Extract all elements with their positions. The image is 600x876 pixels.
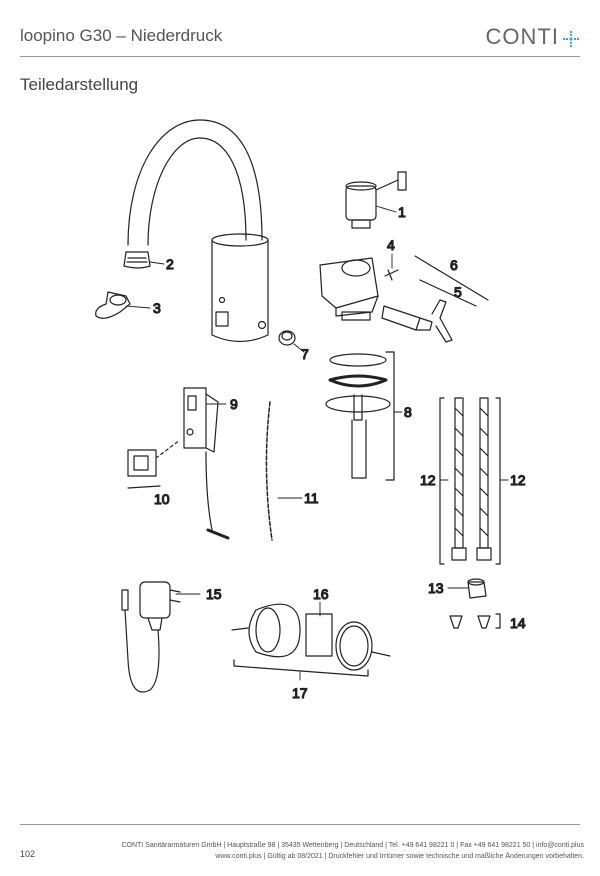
screw-4 [384,269,399,281]
hose-left [451,397,467,561]
leader-6 [414,255,489,301]
callout-14: 14 [510,615,526,631]
section-title: Teiledarstellung [20,75,139,94]
callout-16: 16 [313,586,329,602]
nut [467,578,487,599]
valve-block [319,257,379,321]
sensor-window [127,449,157,477]
sealing-plug-a [449,615,463,629]
battery-housing [231,603,301,658]
callout-8: 8 [404,404,412,420]
callout-5: 5 [454,284,462,300]
plug-9 [206,528,230,540]
mounting-set [325,353,391,479]
bracket-12b [495,397,501,565]
leader-5 [419,279,477,307]
callout-12-left: 12 [420,472,436,488]
callout-17: 17 [292,685,308,701]
conti-logo: CONTI [486,24,580,50]
callout-13: 13 [428,580,444,596]
sensor-dashline [155,439,181,459]
hose-right [476,397,492,561]
control-unit [183,387,219,453]
footer-legal-line: www.conti.plus | Gültig ab 08/2021 | Dru… [215,853,584,860]
battery-cover [335,621,373,671]
callout-12-right: 12 [510,472,526,488]
leader-10 [127,485,161,489]
callout-15: 15 [206,586,222,602]
callout-7: 7 [301,346,309,362]
callout-1: 1 [398,204,406,220]
callout-11: 11 [304,490,319,506]
valve-cartridge [381,305,433,331]
plus-dots-icon [562,28,580,47]
faucet-spout [127,119,263,246]
callout-2: 2 [166,256,174,272]
callout-4: 4 [387,237,395,253]
cover-screw [371,651,391,657]
callout-leaders [125,205,509,681]
bracket-12a [439,397,445,565]
solenoid-valve [345,171,407,229]
bracket-8 [385,351,395,481]
callout-10: 10 [154,491,170,507]
aerator [123,251,151,269]
document-title: loopino G30 – Niederdruck [20,26,223,45]
aerator-key [95,291,131,319]
bracket-17 [233,659,369,677]
sensor-cable [265,401,273,541]
cover-cap [278,330,296,346]
footer-divider [20,824,580,825]
battery-pack [305,613,333,657]
callout-3: 3 [153,300,161,316]
cable-9 [205,451,213,531]
footer-company-line: CONTI Sanitärarmaturen GmbH | Hauptstraß… [121,842,584,849]
callout-6: 6 [450,257,458,273]
sealing-plug-b [477,615,491,629]
bracket-14 [495,613,501,629]
power-supply [121,581,181,693]
brand-name: CONTI [485,24,559,49]
faucet-body [211,233,269,343]
page-number: 102 [20,849,36,859]
header-divider [20,56,580,57]
callout-9: 9 [230,396,238,412]
exploded-parts-drawing: 1 2 3 4 5 6 7 8 9 10 11 12 12 13 14 15 1… [95,119,526,702]
tee-connector [431,299,453,343]
